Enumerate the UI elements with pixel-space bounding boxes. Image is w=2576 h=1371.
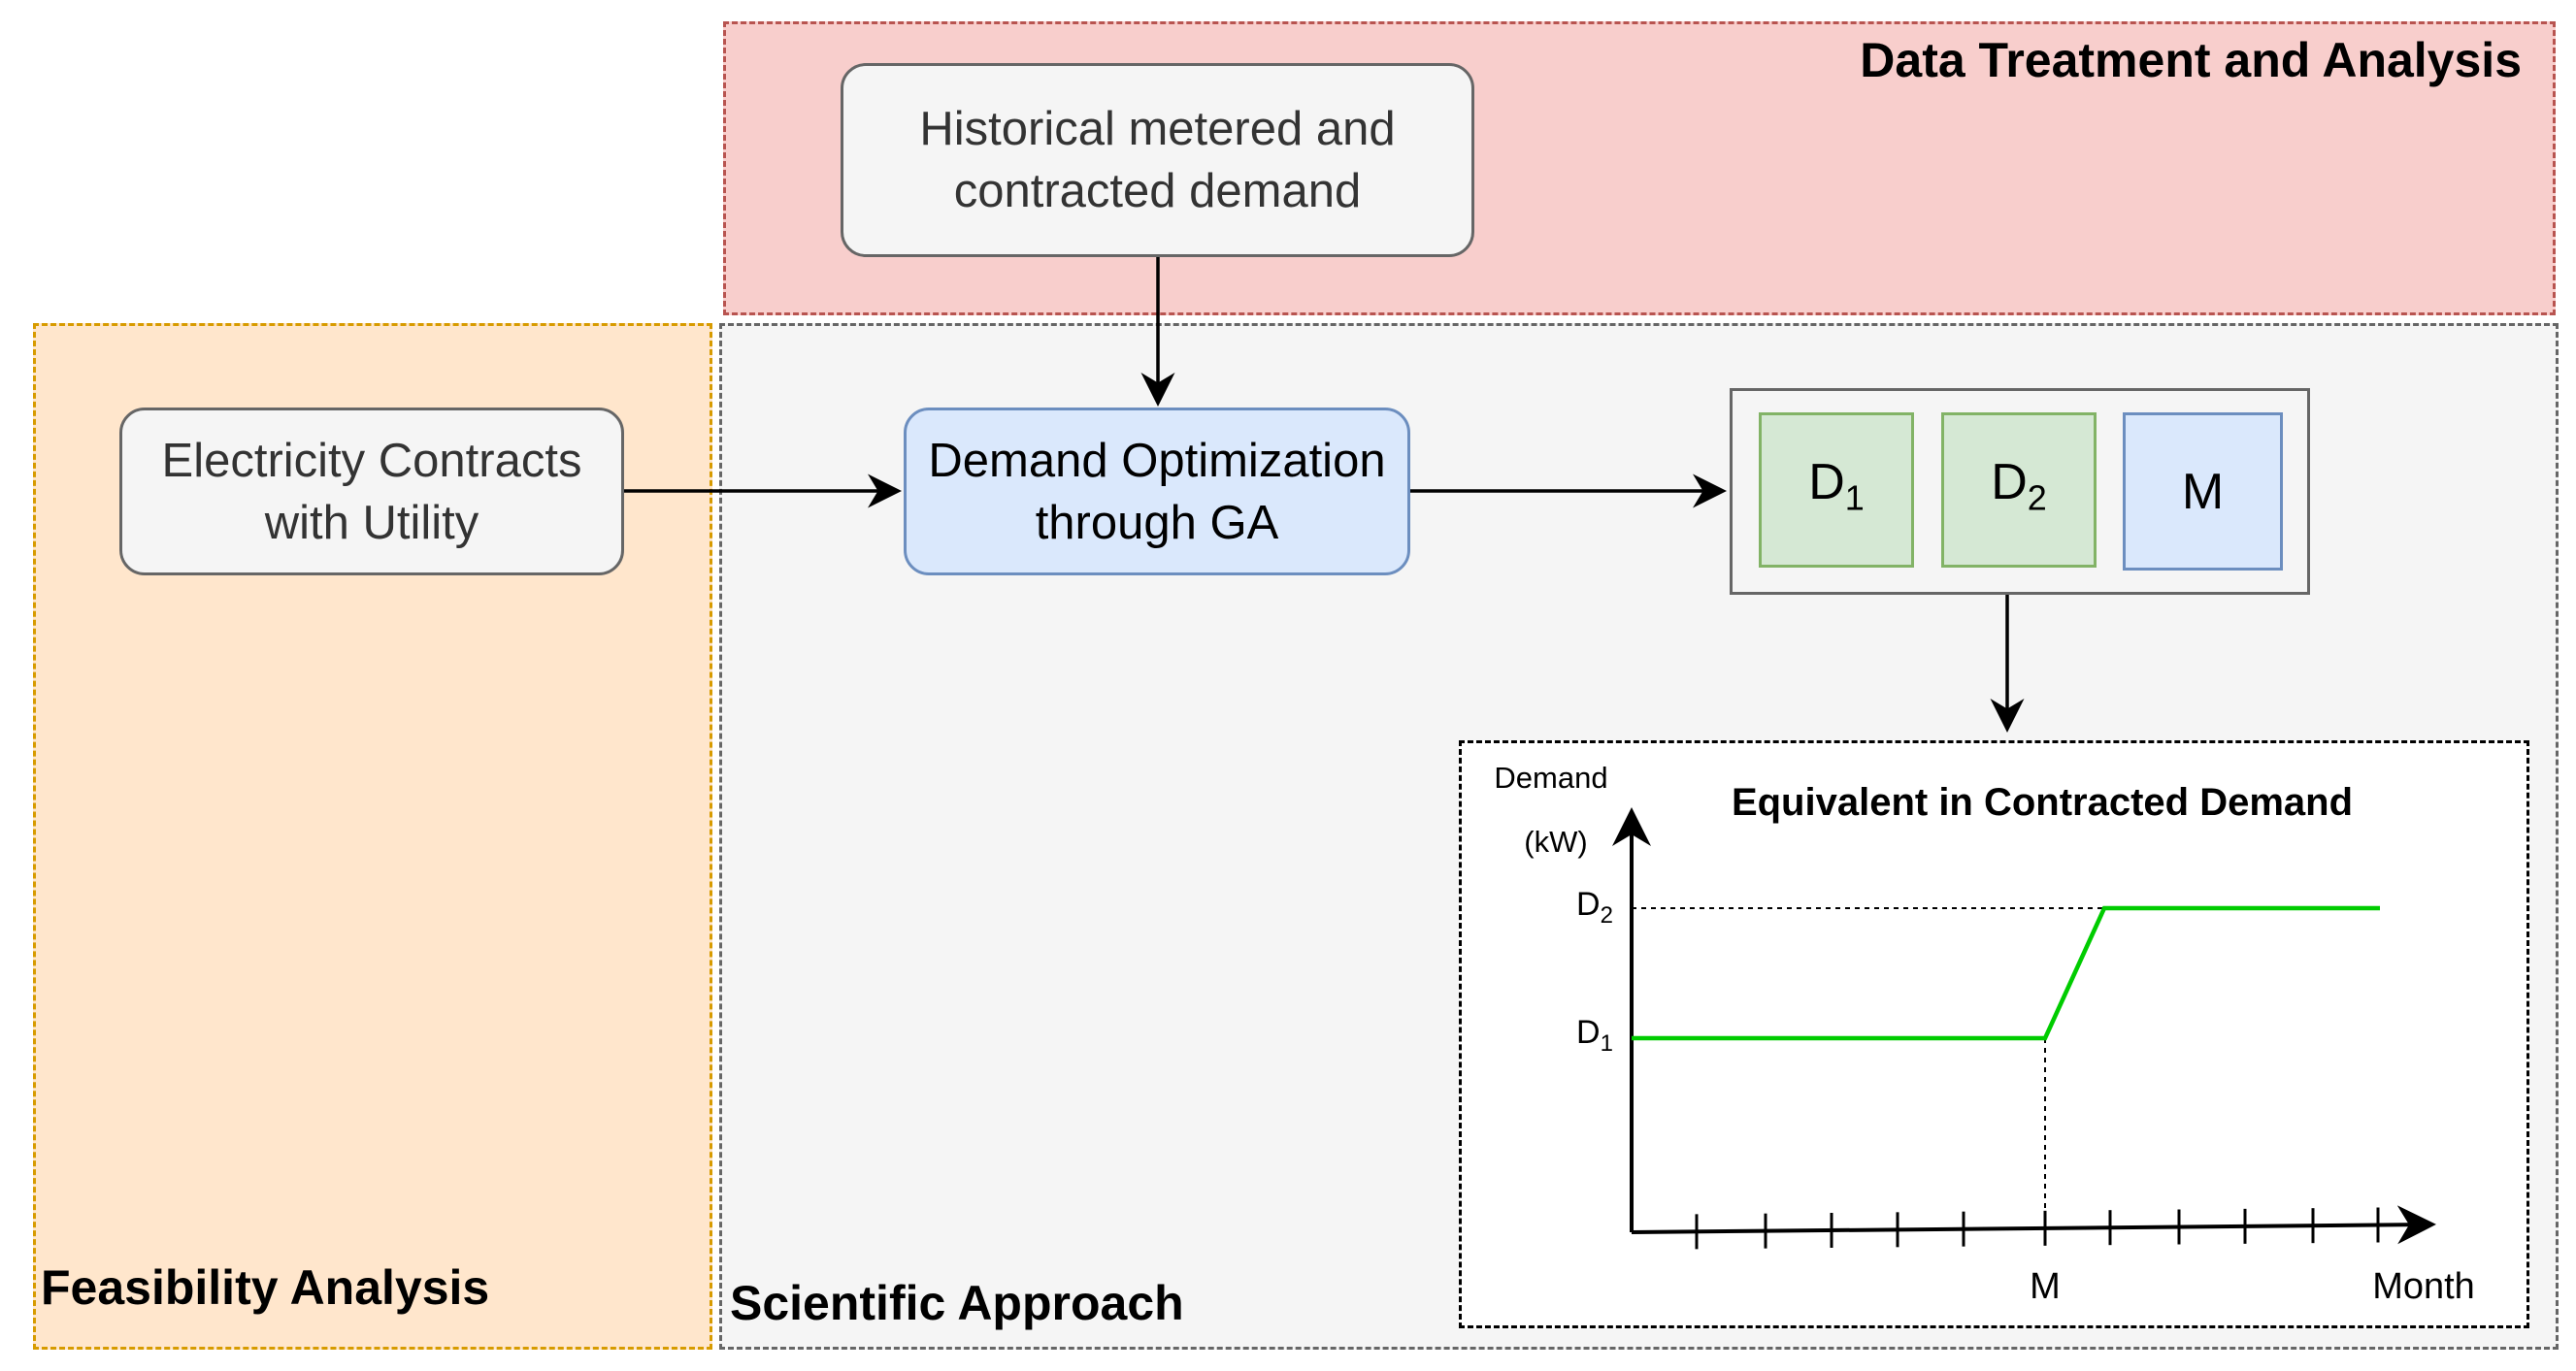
d2-output-sub: 2 bbox=[2027, 477, 2047, 518]
feasibility-title: Feasibility Analysis bbox=[41, 1260, 490, 1315]
optimization-label-line2: through GA bbox=[1035, 496, 1279, 549]
historical-label-line1: Historical metered and bbox=[919, 103, 1396, 155]
demand-optimization-node: Demand Optimization through GA bbox=[904, 408, 1410, 575]
d1-output-sub: 1 bbox=[1844, 477, 1865, 518]
optimization-label-line1: Demand Optimization bbox=[928, 434, 1386, 487]
chart-panel bbox=[1459, 740, 2529, 1328]
scientific-title: Scientific Approach bbox=[730, 1276, 1184, 1330]
historical-demand-node: Historical metered and contracted demand bbox=[841, 63, 1474, 257]
contracts-label-line1: Electricity Contracts bbox=[161, 434, 582, 487]
data-treatment-title: Data Treatment and Analysis bbox=[1860, 33, 2522, 87]
d2-output-box: D2 bbox=[1941, 412, 2097, 568]
electricity-contracts-node: Electricity Contracts with Utility bbox=[119, 408, 624, 575]
m-output-label: M bbox=[2181, 463, 2225, 520]
d1-output-base: D bbox=[1808, 453, 1845, 510]
d1-output-box: D1 bbox=[1759, 412, 1914, 568]
d2-output-label: D2 bbox=[1991, 451, 2047, 529]
historical-label-line2: contracted demand bbox=[953, 165, 1362, 217]
m-output-box: M bbox=[2123, 412, 2283, 571]
d1-output-label: D1 bbox=[1808, 451, 1865, 529]
d2-output-base: D bbox=[1991, 453, 2028, 510]
contracts-label-line2: with Utility bbox=[264, 496, 479, 549]
